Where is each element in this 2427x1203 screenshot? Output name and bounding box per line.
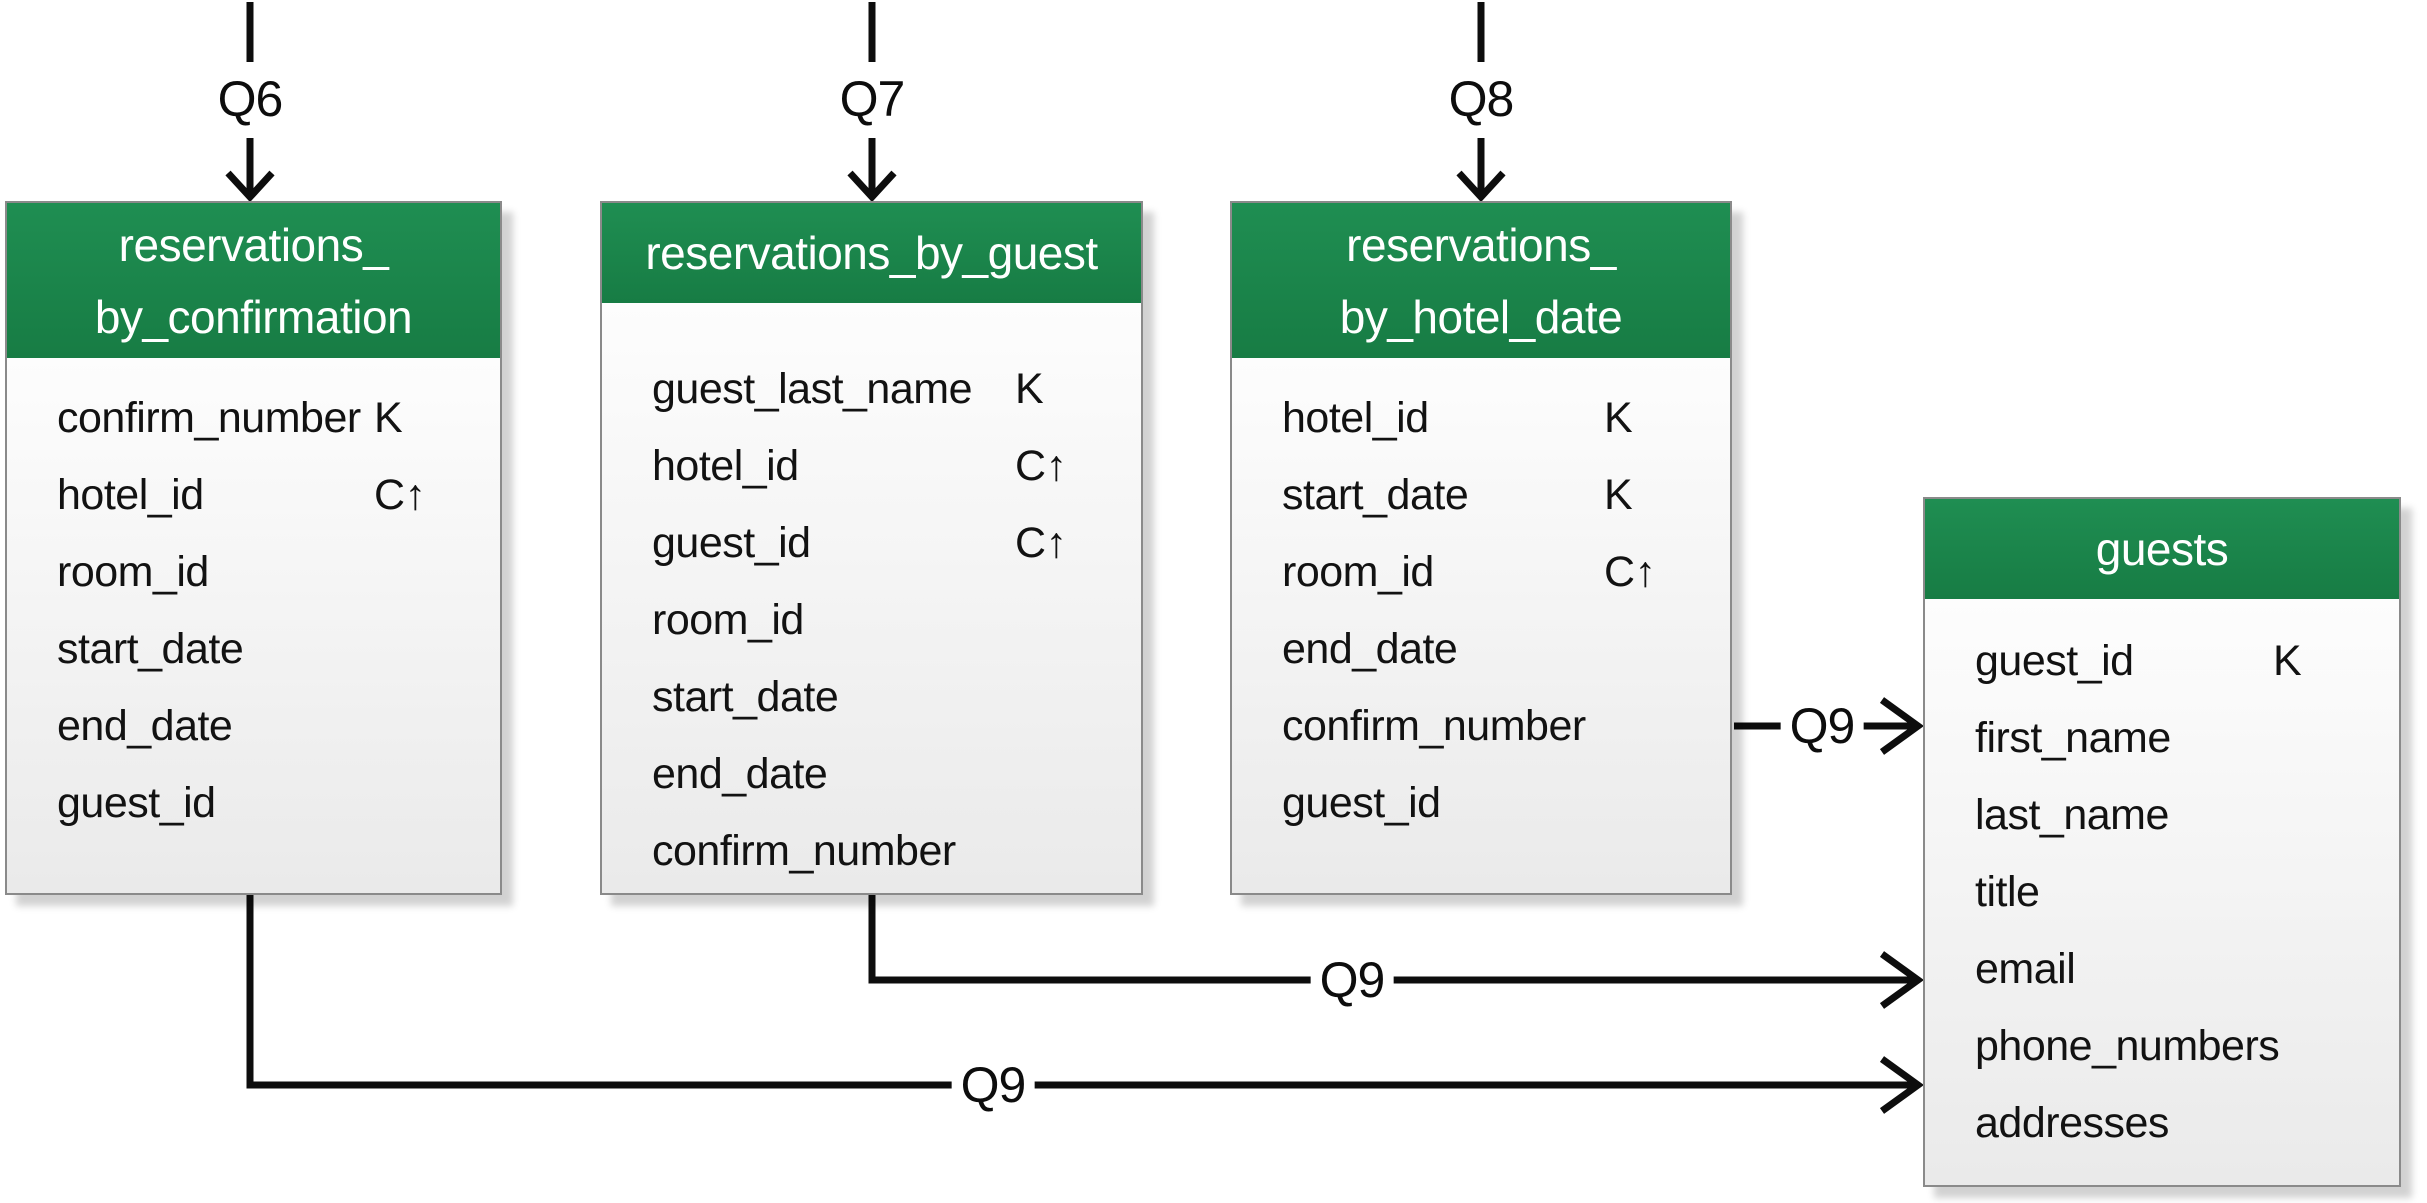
field-row: guest_id xyxy=(7,765,500,842)
field-row: email xyxy=(1925,931,2399,1008)
table-reservations-by-confirmation: reservations_ by_confirmation confirm_nu… xyxy=(5,201,502,895)
key-indicator: C↑ xyxy=(1015,442,1067,490)
key-indicator: C↑ xyxy=(1015,519,1067,567)
field-row: first_name xyxy=(1925,700,2399,777)
field-row: room_id C↑ xyxy=(1232,534,1730,611)
q7-arrowhead-icon xyxy=(847,170,897,203)
q6-arrowhead-icon xyxy=(225,170,275,203)
field-name: guest_id xyxy=(57,779,216,827)
field-name: confirm_number xyxy=(57,394,361,442)
field-row: addresses xyxy=(1925,1085,2399,1162)
key-indicator: K xyxy=(2273,637,2302,685)
field-row: confirm_number xyxy=(602,813,1141,890)
table-header: reservations_ by_confirmation xyxy=(7,203,500,358)
field-row: last_name xyxy=(1925,777,2399,854)
field-name: room_id xyxy=(57,548,209,596)
field-name: phone_numbers xyxy=(1975,1022,2280,1070)
field-row: end_date xyxy=(602,736,1141,813)
table-header: guests xyxy=(1925,499,2399,599)
field-name: hotel_id xyxy=(1282,394,1429,442)
field-name: start_date xyxy=(652,673,839,721)
key-indicator: K xyxy=(1604,394,1633,442)
table-guests: guests guest_id K first_name last_name ti… xyxy=(1923,497,2401,1187)
field-row: hotel_id C↑ xyxy=(7,457,500,534)
field-row: confirm_number K xyxy=(7,380,500,457)
q9-hotel-date-arrowhead-icon xyxy=(1879,697,1924,755)
q8-arrowhead-icon xyxy=(1456,170,1506,203)
field-name: room_id xyxy=(1282,548,1434,596)
field-name: title xyxy=(1975,868,2040,916)
q9-confirmation-arrowhead-icon xyxy=(1879,1056,1924,1114)
field-row: hotel_id C↑ xyxy=(602,428,1141,505)
field-row: hotel_id K xyxy=(1232,380,1730,457)
field-name: start_date xyxy=(57,625,244,673)
field-row: end_date xyxy=(7,688,500,765)
query-label-q6: Q6 xyxy=(217,71,284,127)
q9-confirmation-arrow-line xyxy=(246,893,1914,1089)
table-header: reservations_ by_hotel_date xyxy=(1232,203,1730,358)
table-title-line1: reservations_ xyxy=(1346,218,1616,271)
field-name: guest_id xyxy=(1975,637,2134,685)
field-name: end_date xyxy=(1282,625,1458,673)
q9-guest-arrow-line xyxy=(868,893,1914,984)
field-name: end_date xyxy=(57,702,233,750)
field-row: guest_id C↑ xyxy=(602,505,1141,582)
table-title-line2: by_hotel_date xyxy=(1339,290,1623,343)
key-indicator: K xyxy=(1015,365,1044,413)
field-name: guest_id xyxy=(652,519,811,567)
field-row: end_date xyxy=(1232,611,1730,688)
q9-guest-arrowhead-icon xyxy=(1879,951,1924,1009)
table-reservations-by-guest: reservations_by_guest guest_last_name K h… xyxy=(600,201,1143,895)
field-name: hotel_id xyxy=(57,471,204,519)
field-name: email xyxy=(1975,945,2076,993)
query-label-q9-hotel-date: Q9 xyxy=(1780,700,1864,753)
table-title-line1: reservations_by_guest xyxy=(645,227,1098,279)
field-row: room_id xyxy=(7,534,500,611)
table-header: reservations_by_guest xyxy=(602,203,1141,303)
table-body: confirm_number K hotel_id C↑ room_id start… xyxy=(7,358,500,893)
key-indicator: K xyxy=(1604,471,1633,519)
query-label-q9-confirmation: Q9 xyxy=(951,1059,1035,1112)
field-row: guest_id xyxy=(1232,765,1730,842)
key-indicator: C↑ xyxy=(1604,548,1656,596)
field-name: first_name xyxy=(1975,714,2171,762)
table-title-line2: by_confirmation xyxy=(94,290,413,343)
key-indicator: C↑ xyxy=(374,471,426,519)
table-body: guest_id K first_name last_name title ema… xyxy=(1925,599,2399,1185)
field-name: guest_last_name xyxy=(652,365,973,413)
table-title-line1: reservations_ xyxy=(118,218,389,271)
field-name: confirm_number xyxy=(1282,702,1586,750)
field-row: start_date xyxy=(602,659,1141,736)
field-row: title xyxy=(1925,854,2399,931)
field-row: room_id xyxy=(602,582,1141,659)
query-label-q7: Q7 xyxy=(839,71,906,127)
field-name: room_id xyxy=(652,596,804,644)
field-name: last_name xyxy=(1975,791,2169,839)
field-row: start_date K xyxy=(1232,457,1730,534)
key-indicator: K xyxy=(374,394,403,442)
field-row: phone_numbers xyxy=(1925,1008,2399,1085)
field-name: end_date xyxy=(652,750,828,798)
field-name: hotel_id xyxy=(652,442,799,490)
field-name: addresses xyxy=(1975,1099,2169,1147)
table-title-line1: guests xyxy=(2095,523,2229,575)
query-label-q9-guest: Q9 xyxy=(1310,954,1394,1007)
field-row: confirm_number xyxy=(1232,688,1730,765)
query-label-q8: Q8 xyxy=(1448,71,1515,127)
field-row: guest_last_name K xyxy=(602,351,1141,428)
field-name: guest_id xyxy=(1282,779,1441,827)
field-name: confirm_number xyxy=(652,827,956,875)
field-name: start_date xyxy=(1282,471,1469,519)
field-row: start_date xyxy=(7,611,500,688)
field-row: guest_id K xyxy=(1925,623,2399,700)
